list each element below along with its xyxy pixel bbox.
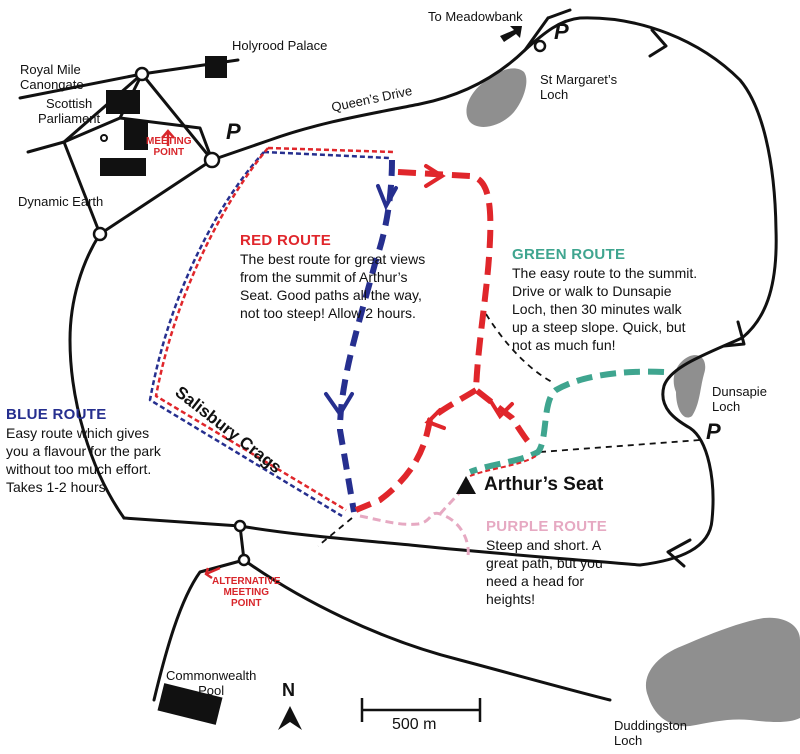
label-arthurs-seat: Arthur’s Seat: [484, 474, 604, 495]
purple-route-title: PURPLE ROUTE: [486, 518, 608, 535]
blue-route-main: [336, 159, 395, 513]
alt-meeting-arrow-icon: [204, 566, 221, 580]
junction-south-2: [237, 553, 251, 567]
junction-south-1: [233, 519, 247, 533]
southern-drive: [238, 524, 642, 567]
meadowbank-arrow: [500, 26, 522, 42]
summit-triangle-icon: [456, 476, 476, 494]
red-route-description: The best route for great views from the …: [240, 251, 426, 321]
blue-route-title: BLUE ROUTE: [6, 406, 107, 423]
label-royal-mile: Royal Mile Canongate: [20, 62, 84, 92]
green-route-description: The easy route to the summit. Drive or w…: [512, 265, 698, 353]
road-arrow-south: [666, 538, 692, 568]
st-margarets-loch: [466, 68, 527, 127]
meadowbank-road: [523, 8, 572, 52]
label-dunsapie-loch: Dunsapie Loch: [712, 384, 767, 414]
alternative-meeting-point-label: ALTERNATIVE MEETING POINT: [212, 576, 281, 609]
parking-symbol-queens-drive: P: [226, 119, 241, 144]
red-route-main: [354, 169, 535, 513]
commonwealth-pool-building: [157, 683, 223, 725]
dunsapie-foot-path: [485, 313, 553, 383]
label-commonwealth-pool: Commonwealth Pool: [166, 668, 257, 698]
meeting-point-arrow-icon: [161, 129, 175, 146]
label-scottish-parliament: Scottish Parliament: [38, 96, 101, 126]
label-st-margarets-loch: St Margaret’s Loch: [540, 72, 618, 102]
dynamic-earth-road: [68, 158, 214, 520]
scale-label: 500 m: [392, 716, 437, 733]
parliament-roundel: [100, 134, 108, 142]
junction-royal-mile: [134, 66, 150, 82]
road-arrow-north: [648, 28, 668, 58]
blue-arrow-2: [324, 392, 354, 418]
summit-east-path: [539, 439, 701, 453]
parking-symbol-meadowbank: P: [554, 19, 569, 44]
red-arrow-3: [488, 398, 514, 420]
blue-arrow-1: [376, 184, 398, 211]
green-route-path: [468, 368, 665, 475]
junction-queens-drive: [203, 151, 221, 169]
parking-symbol-dunsapie: P: [706, 419, 721, 444]
north-label: N: [282, 680, 295, 700]
parliament-building-2: [100, 158, 146, 176]
road-arrow-east: [722, 320, 746, 348]
blue-route-description: Easy route which gives you a flavour for…: [6, 425, 161, 495]
duddingston-loch: [645, 617, 800, 727]
red-route-title: RED ROUTE: [240, 232, 332, 249]
label-duddingston-loch: Duddingston Loch: [614, 718, 687, 748]
red-crags-path: [154, 146, 395, 512]
dunsapie-loch: [673, 355, 706, 418]
red-arrow-1: [424, 164, 446, 188]
parliament-building-1: [106, 90, 140, 114]
crags-south-path: [317, 517, 353, 547]
green-route-edge: [469, 455, 537, 477]
meeting-point-label: MEETING POINT: [146, 136, 192, 158]
junction-dynamic-earth: [92, 226, 108, 242]
north-arrow-icon: [278, 706, 302, 730]
blue-crags-path: [148, 150, 391, 518]
scale-bar: [360, 698, 482, 722]
label-to-meadowbank: To Meadowbank: [428, 9, 523, 24]
junction-meadowbank: [533, 39, 547, 53]
label-dynamic-earth: Dynamic Earth: [18, 194, 104, 209]
holyrood-palace-building: [205, 56, 227, 78]
purple-route-description: Steep and short. A great path, but you n…: [486, 537, 603, 607]
old-dalkeith-road: [242, 558, 612, 702]
label-holyrood-palace: Holyrood Palace: [232, 38, 328, 53]
red-arrow-2: [424, 408, 446, 430]
green-route-title: GREEN ROUTE: [512, 246, 626, 263]
parliament-building-3: [124, 120, 148, 150]
